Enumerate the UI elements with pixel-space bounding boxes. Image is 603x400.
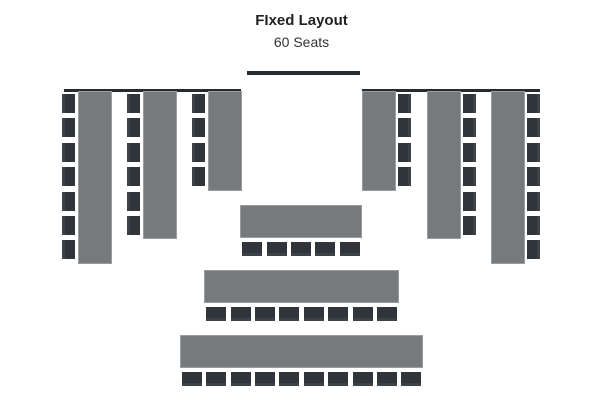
chair	[192, 118, 205, 138]
chair	[127, 216, 140, 235]
chair	[279, 307, 300, 321]
chair	[463, 216, 476, 235]
left-wall	[64, 89, 241, 92]
chair	[527, 167, 540, 187]
chair	[192, 142, 205, 162]
chair	[398, 142, 411, 162]
chair	[291, 242, 311, 256]
chair	[527, 142, 540, 162]
side-table	[362, 91, 396, 191]
chair	[279, 372, 300, 386]
chair	[376, 307, 397, 321]
side-table	[143, 91, 177, 240]
chair	[62, 167, 75, 187]
chair	[527, 191, 540, 211]
layout-title: FIxed Layout	[255, 12, 348, 29]
chair	[192, 94, 205, 113]
chair	[254, 307, 275, 321]
chair	[398, 118, 411, 138]
chair	[303, 372, 324, 386]
chair	[127, 191, 140, 211]
chair	[463, 94, 476, 113]
chair	[62, 118, 75, 138]
chair	[127, 118, 140, 138]
chair	[206, 372, 227, 386]
front-table	[240, 205, 362, 238]
chair	[463, 118, 476, 138]
chair	[527, 118, 540, 138]
side-table	[78, 91, 112, 264]
side-table	[427, 91, 461, 240]
chair	[206, 307, 227, 321]
right-wall	[362, 89, 540, 92]
chair	[303, 307, 324, 321]
front-table	[204, 270, 399, 303]
chair	[181, 372, 202, 386]
chair	[398, 167, 411, 187]
stage	[247, 71, 360, 75]
chair	[527, 94, 540, 113]
chair	[315, 242, 336, 256]
chair	[463, 142, 476, 162]
chair	[62, 216, 75, 235]
chair	[376, 372, 397, 386]
chair	[242, 242, 263, 256]
chair	[527, 240, 540, 260]
chair	[328, 372, 349, 386]
chair	[230, 372, 251, 386]
front-table	[180, 335, 423, 368]
seat-count: 60 Seats	[273, 34, 330, 50]
side-table	[491, 91, 525, 264]
chair	[463, 167, 476, 187]
chair	[266, 242, 287, 256]
chair	[401, 372, 422, 386]
chair	[62, 240, 75, 260]
chair	[62, 142, 75, 162]
chair	[192, 167, 205, 187]
chair	[352, 307, 373, 321]
chair	[527, 216, 540, 235]
chair	[339, 242, 360, 256]
chair	[463, 191, 476, 211]
chair	[328, 307, 349, 321]
chair	[127, 167, 140, 187]
chair	[62, 191, 75, 211]
chair	[230, 307, 251, 321]
side-table	[208, 91, 242, 191]
chair	[254, 372, 275, 386]
chair	[62, 94, 75, 113]
chair	[352, 372, 373, 386]
chair	[398, 94, 411, 113]
chair	[127, 142, 140, 162]
chair	[127, 94, 140, 113]
